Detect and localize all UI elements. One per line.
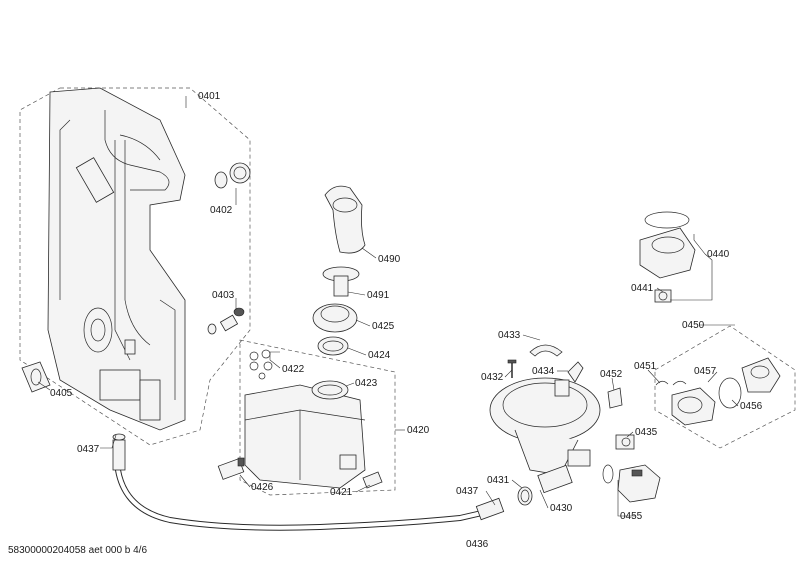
label-0436: 0436: [466, 539, 489, 550]
document-reference: 58300000204058 aet 000 b 4/6: [8, 545, 148, 556]
part-0455-pump: [602, 464, 661, 503]
label-0423: 0423: [355, 378, 378, 389]
label-0435: 0435: [635, 427, 658, 438]
softener-group: [239, 339, 396, 496]
part-0490-funnel: [324, 185, 366, 254]
part-0423: [311, 380, 349, 400]
part-0405: [21, 361, 51, 393]
label-0432: 0432: [481, 372, 504, 383]
label-0430: 0430: [550, 503, 573, 514]
label-0425: 0425: [372, 321, 395, 332]
label-0440: 0440: [707, 249, 730, 260]
label-0437-left: 0437: [77, 444, 100, 455]
part-0435: [615, 434, 635, 450]
part-0421: [362, 471, 383, 489]
part-0451: [655, 380, 669, 386]
part-0491: [322, 266, 360, 297]
label-0434: 0434: [532, 366, 555, 377]
side-panel-assembly: [19, 87, 251, 446]
part-0426: [217, 457, 245, 480]
part-0425: [312, 303, 358, 333]
label-0455: 0455: [620, 511, 643, 522]
label-0450: 0450: [682, 320, 705, 331]
part-0431: [517, 486, 533, 506]
label-0491: 0491: [367, 290, 390, 301]
part-0403: [207, 307, 245, 335]
label-0441: 0441: [631, 283, 654, 294]
label-0401: 0401: [198, 91, 221, 102]
part-0430-sump: [489, 377, 601, 494]
label-0422: 0422: [282, 364, 305, 375]
label-0403: 0403: [212, 290, 235, 301]
label-0451: 0451: [634, 361, 657, 372]
leader-lines: [37, 96, 739, 517]
label-0431: 0431: [487, 475, 510, 486]
circulation-pump-group: [654, 325, 796, 449]
part-0433: [529, 344, 563, 357]
part-0440-heater: [639, 211, 696, 303]
part-0424: [317, 336, 349, 356]
part-0422: [249, 349, 273, 380]
label-0457: 0457: [694, 366, 717, 377]
drain-hose: [112, 433, 505, 531]
label-0426: 0426: [251, 482, 274, 493]
part-0402: [214, 162, 251, 189]
label-0437-right: 0437: [456, 486, 479, 497]
label-0433: 0433: [498, 330, 521, 341]
label-0405: 0405: [50, 388, 73, 399]
part-0432: [507, 359, 517, 378]
label-0420: 0420: [407, 425, 430, 436]
label-0490: 0490: [378, 254, 401, 265]
label-0402: 0402: [210, 205, 233, 216]
part-0452: [607, 387, 623, 409]
label-0456: 0456: [740, 401, 763, 412]
part-0434: [567, 361, 584, 383]
part-labels: 0401 0402 0403 0405 0437 0436 0490 0491 …: [50, 91, 763, 550]
label-0424: 0424: [368, 350, 391, 361]
label-0452: 0452: [600, 369, 623, 380]
label-0421: 0421: [330, 487, 353, 498]
